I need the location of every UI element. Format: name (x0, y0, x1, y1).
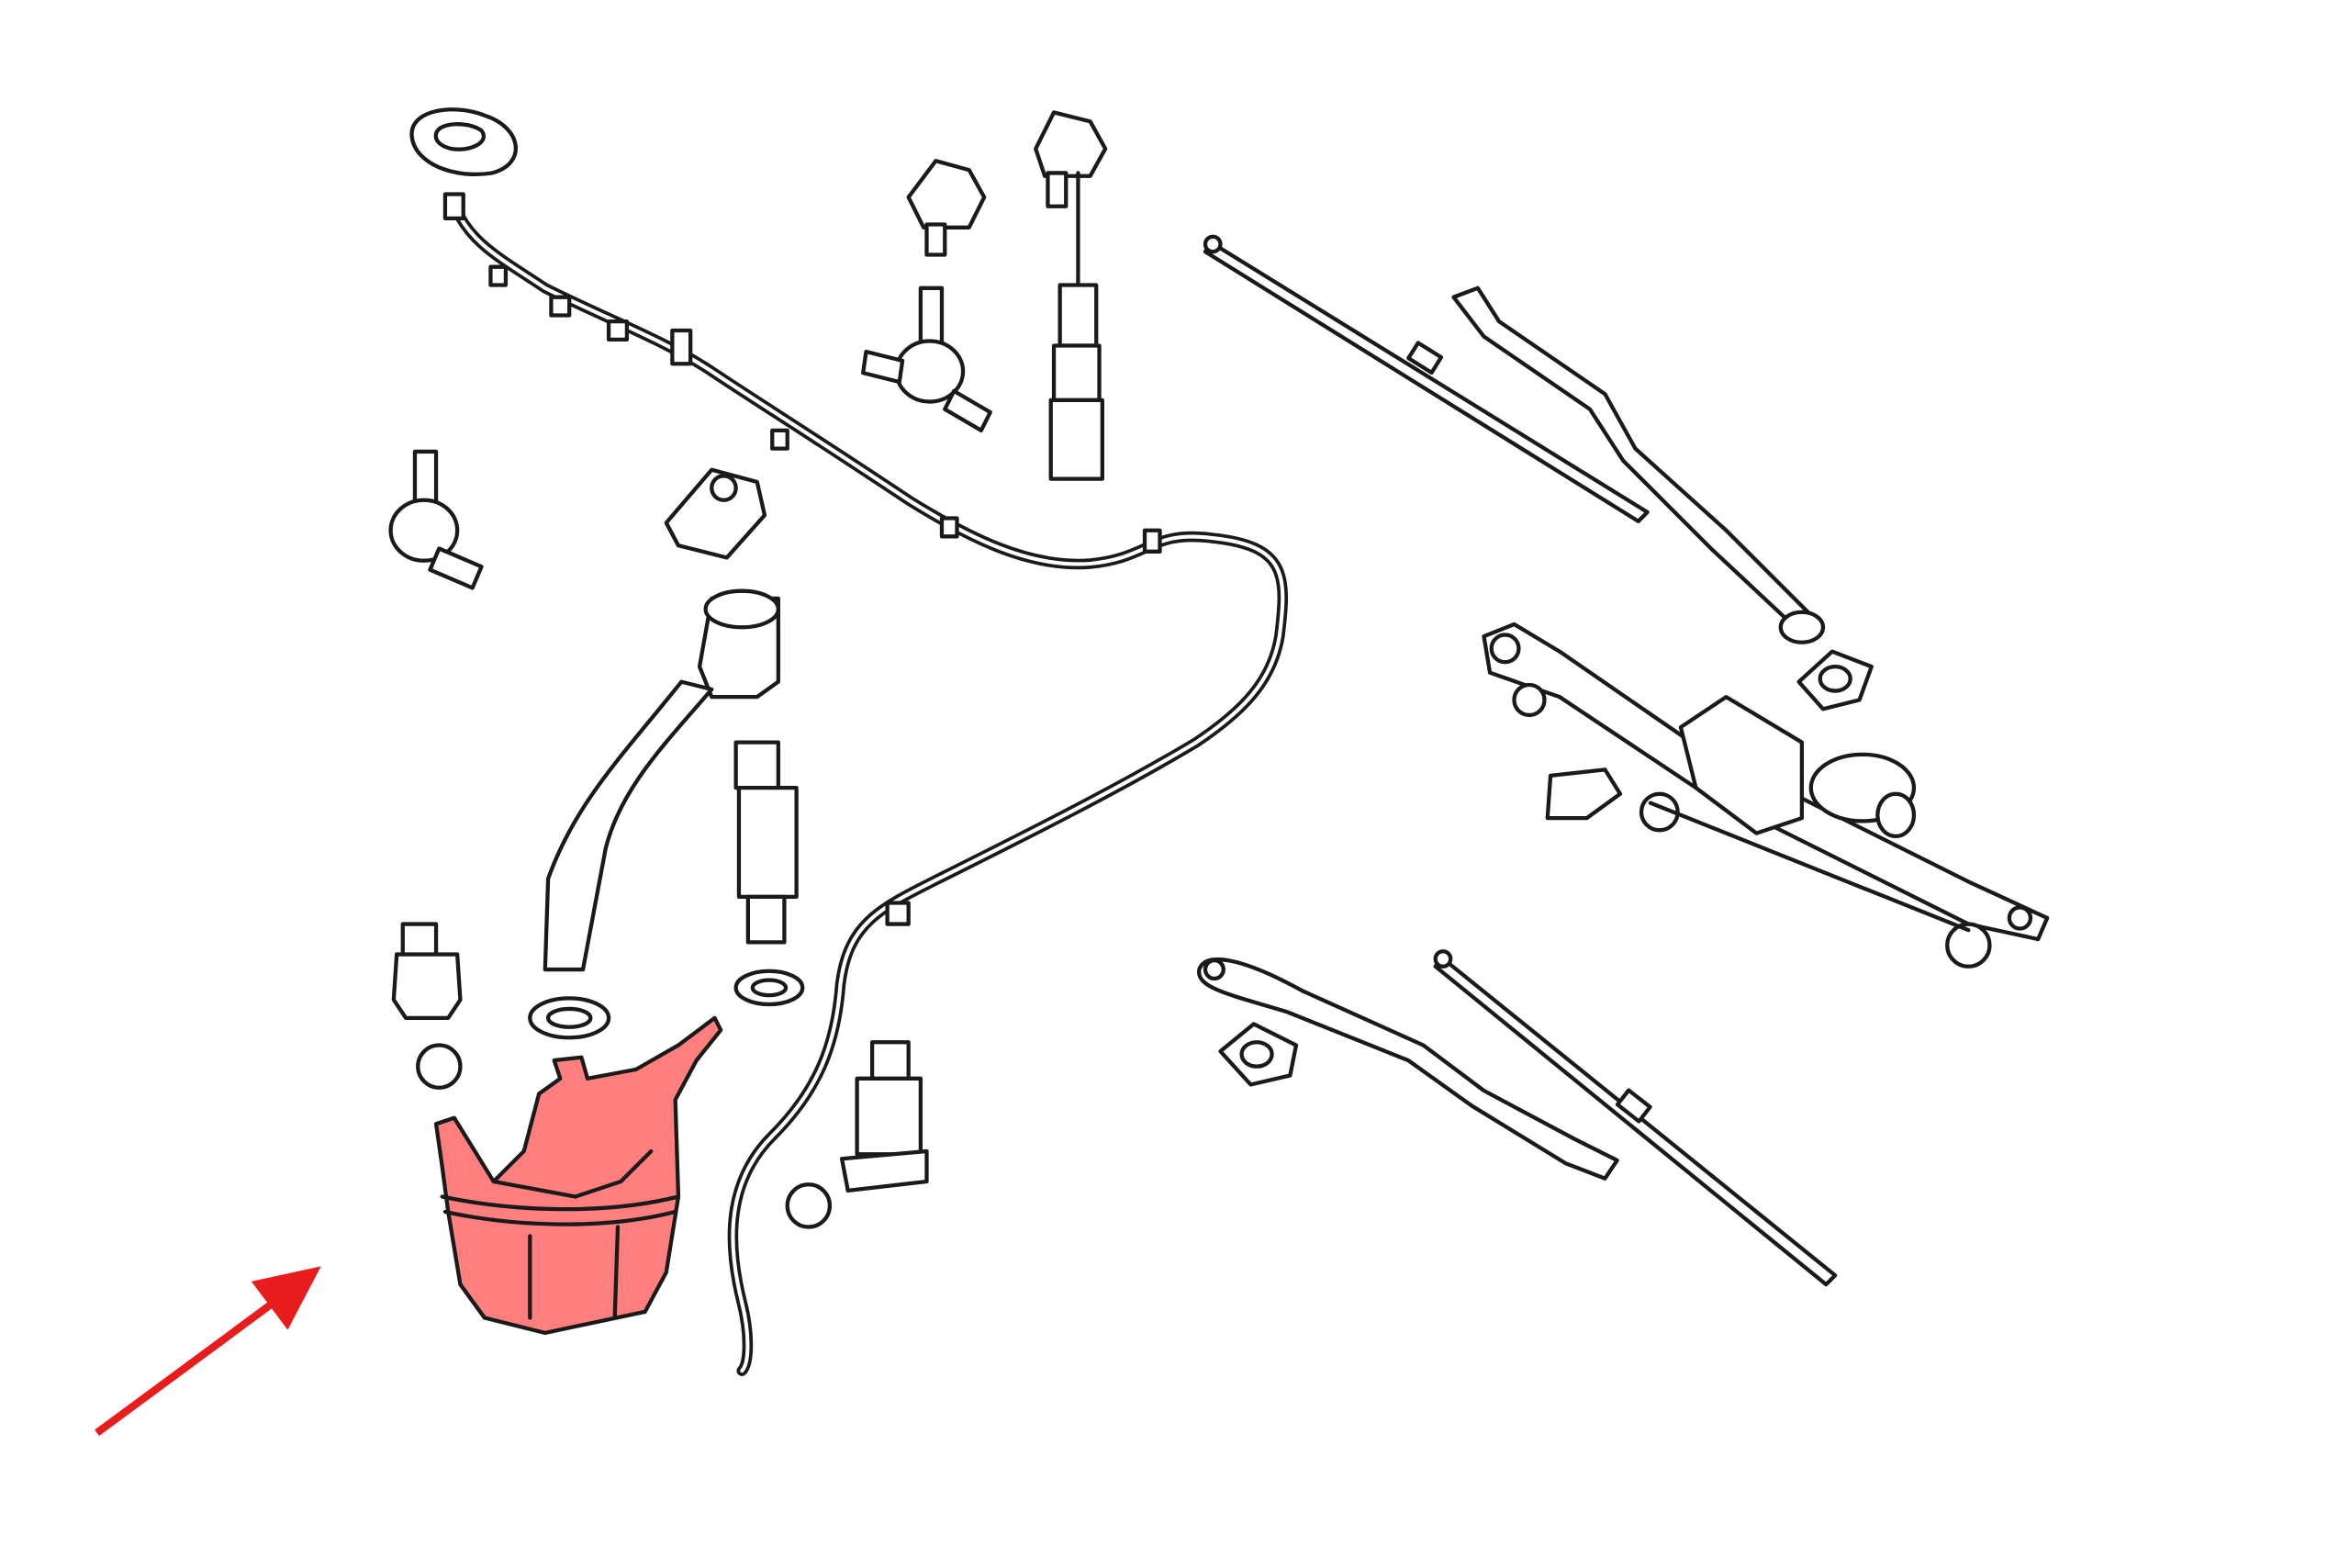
wiper-blade-left[interactable] (1433, 949, 1838, 1287)
washer-pump-rear[interactable] (785, 1040, 929, 1229)
pump-seal[interactable] (733, 969, 805, 1007)
hose-t-connector[interactable] (861, 286, 992, 432)
hose-clip[interactable] (664, 467, 767, 560)
nozzle-grommet[interactable] (409, 107, 518, 176)
wiper-blade-right[interactable] (1203, 234, 1650, 523)
filler-neck[interactable] (543, 588, 780, 972)
highlight-arrow (95, 1266, 321, 1437)
arm-cap-left[interactable] (1218, 1022, 1299, 1087)
washer-nozzle-right[interactable] (1034, 110, 1108, 481)
washer-nozzle-left[interactable] (906, 159, 987, 257)
level-sensor[interactable] (391, 922, 463, 1090)
washer-hose-upper[interactable] (442, 192, 1289, 1376)
neck-seal[interactable] (528, 996, 611, 1040)
wiper-arm-left[interactable] (1197, 958, 1619, 1181)
reservoir-body[interactable] (433, 1015, 723, 1336)
wiper-linkage-motor[interactable] (1482, 622, 2050, 969)
wiper-arm-right[interactable] (1451, 286, 1826, 644)
washer-pump-front[interactable] (733, 740, 799, 945)
arm-cap-right[interactable] (1796, 649, 1874, 711)
hose-elbow-connector[interactable] (388, 449, 484, 590)
washer-reservoir[interactable] (433, 1015, 723, 1336)
